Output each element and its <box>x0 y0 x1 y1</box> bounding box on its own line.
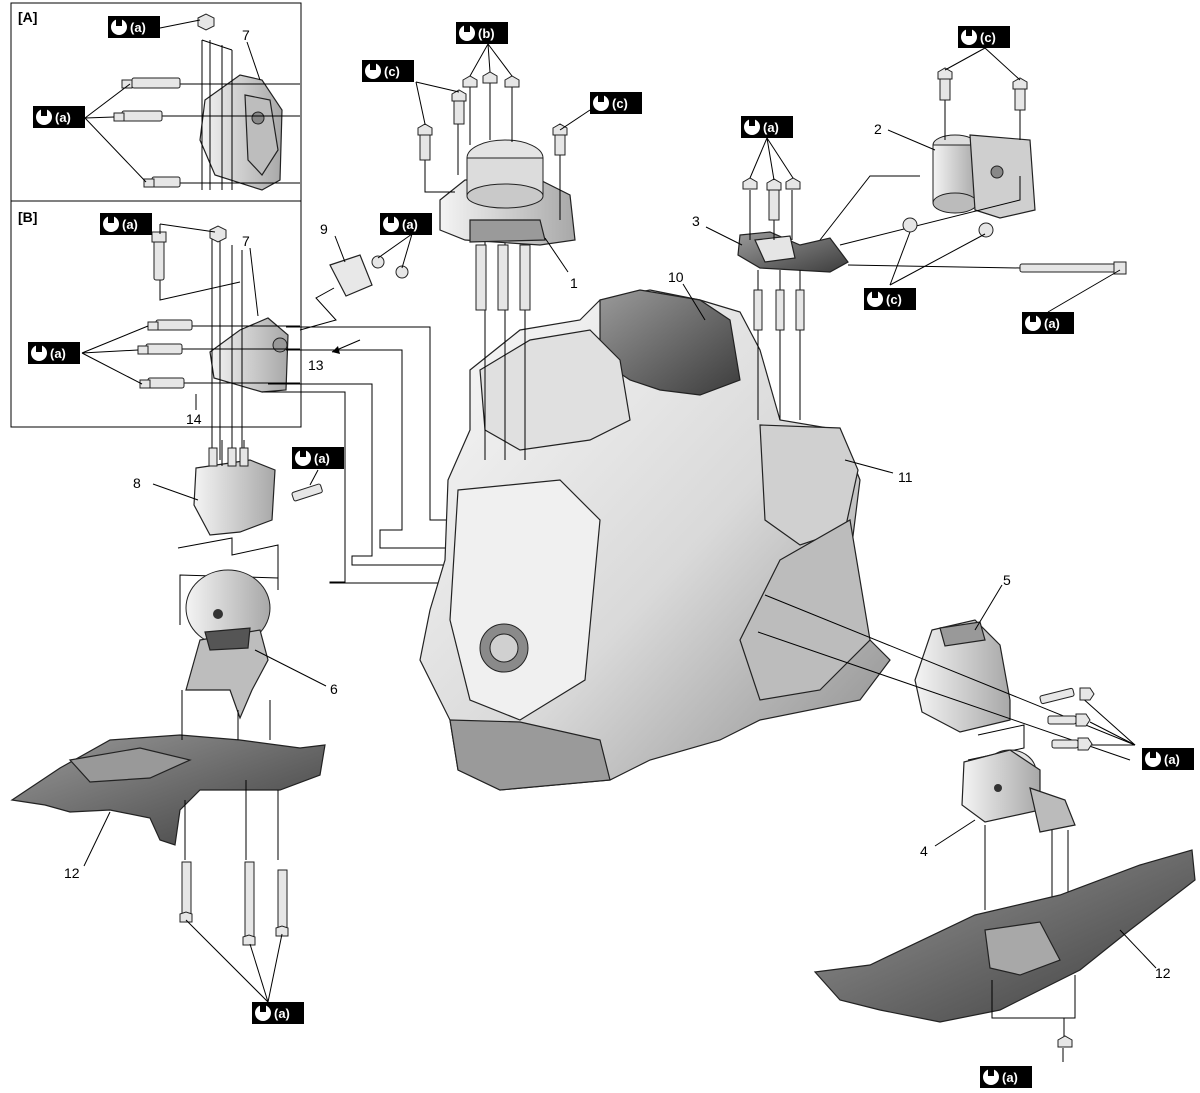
callout-6: 6 <box>330 681 338 697</box>
torque-badge-c-4: (c) <box>864 288 916 310</box>
inset-b-bracket-7 <box>137 225 300 460</box>
torque-wrench-icon <box>593 94 609 111</box>
torque-leaders <box>81 19 1121 1062</box>
inset-b: [B] <box>10 200 302 428</box>
torque-badge-a-9: (a) <box>1142 748 1194 770</box>
torque-badges: (a) (a) (a) (a) (a) (b) <box>28 16 1194 1088</box>
part-9-bracket <box>299 254 409 354</box>
torque-wrench-icon <box>111 18 127 35</box>
torque-badge-a-5: (a) <box>380 213 432 235</box>
callout-12-right: 12 <box>1155 965 1171 981</box>
inset-b-label: [B] <box>18 209 37 225</box>
torque-wrench-icon <box>103 215 119 232</box>
svg-text:(a): (a) <box>763 120 779 135</box>
svg-text:(c): (c) <box>612 96 628 111</box>
part-8-mount <box>177 440 323 625</box>
part-5-mount <box>757 594 1136 761</box>
torque-wrench-icon <box>1025 314 1041 331</box>
part-12-left-crossmember <box>10 690 326 946</box>
torque-badge-a-1: (a) <box>108 16 160 38</box>
inset-a-label: [A] <box>18 9 37 25</box>
torque-badge-a-6: (a) <box>741 116 793 138</box>
part-4-mount <box>961 749 1076 910</box>
callout-8: 8 <box>133 475 141 491</box>
torque-badge-a-2: (a) <box>33 106 85 128</box>
svg-text:(a): (a) <box>402 217 418 232</box>
torque-badge-a-3: (a) <box>100 213 152 235</box>
svg-text:(b): (b) <box>478 26 495 41</box>
svg-text:(c): (c) <box>384 64 400 79</box>
torque-wrench-icon <box>31 344 47 361</box>
torque-badge-c-2: (c) <box>590 92 642 114</box>
callout-2: 2 <box>874 121 882 137</box>
torque-badge-c-3: (c) <box>958 26 1010 48</box>
torque-wrench-icon <box>459 24 475 41</box>
svg-text:(a): (a) <box>1002 1070 1018 1085</box>
svg-text:(a): (a) <box>1044 316 1060 331</box>
svg-text:(a): (a) <box>314 451 330 466</box>
svg-text:(c): (c) <box>980 30 996 45</box>
svg-text:(a): (a) <box>1164 752 1180 767</box>
part-1-mount <box>417 71 576 311</box>
svg-text:(a): (a) <box>130 20 146 35</box>
torque-badge-a-7: (a) <box>1022 312 1074 334</box>
torque-badge-b: (b) <box>456 22 508 44</box>
torque-wrench-icon <box>961 28 977 45</box>
callout-numbers: 7 1 2 3 4 5 6 7 8 9 10 11 12 12 13 14 <box>64 27 1171 981</box>
svg-text:(a): (a) <box>50 346 66 361</box>
torque-wrench-icon <box>1145 750 1161 767</box>
callout-9: 9 <box>320 221 328 237</box>
torque-badge-c-1: (c) <box>362 60 414 82</box>
svg-text:(a): (a) <box>55 110 71 125</box>
torque-wrench-icon <box>365 62 381 79</box>
callout-5: 5 <box>1003 572 1011 588</box>
callout-12-left: 12 <box>64 865 80 881</box>
engine-block <box>419 240 891 791</box>
part-12-right-crossmember <box>813 849 1196 1048</box>
torque-badge-a-4: (a) <box>28 342 80 364</box>
part-2-mount <box>819 67 1036 246</box>
part-6-mount <box>185 569 271 720</box>
part-3-bracket <box>737 177 1127 420</box>
torque-wrench-icon <box>255 1004 271 1021</box>
svg-text:(a): (a) <box>122 217 138 232</box>
callout-14: 14 <box>186 411 202 427</box>
torque-badge-a-8: (a) <box>292 447 344 469</box>
torque-wrench-icon <box>295 449 311 466</box>
callout-11: 11 <box>898 469 913 485</box>
callout-3: 3 <box>692 213 700 229</box>
torque-badge-a-11: (a) <box>980 1066 1032 1088</box>
callout-7-a: 7 <box>242 27 250 43</box>
inset-a-bracket-7 <box>113 13 300 191</box>
callout-leaders <box>83 41 1157 969</box>
torque-wrench-icon <box>36 108 52 125</box>
torque-wrench-icon <box>744 118 760 135</box>
callout-10: 10 <box>668 269 684 285</box>
torque-badge-a-10: (a) <box>252 1002 304 1024</box>
callout-4: 4 <box>920 843 928 859</box>
callout-7-b: 7 <box>242 233 250 249</box>
callout-13: 13 <box>308 357 324 373</box>
svg-text:(c): (c) <box>886 292 902 307</box>
torque-wrench-icon <box>867 290 883 307</box>
torque-wrench-icon <box>983 1068 999 1085</box>
svg-text:(a): (a) <box>274 1006 290 1021</box>
torque-wrench-icon <box>383 215 399 232</box>
callout-1: 1 <box>570 275 578 291</box>
